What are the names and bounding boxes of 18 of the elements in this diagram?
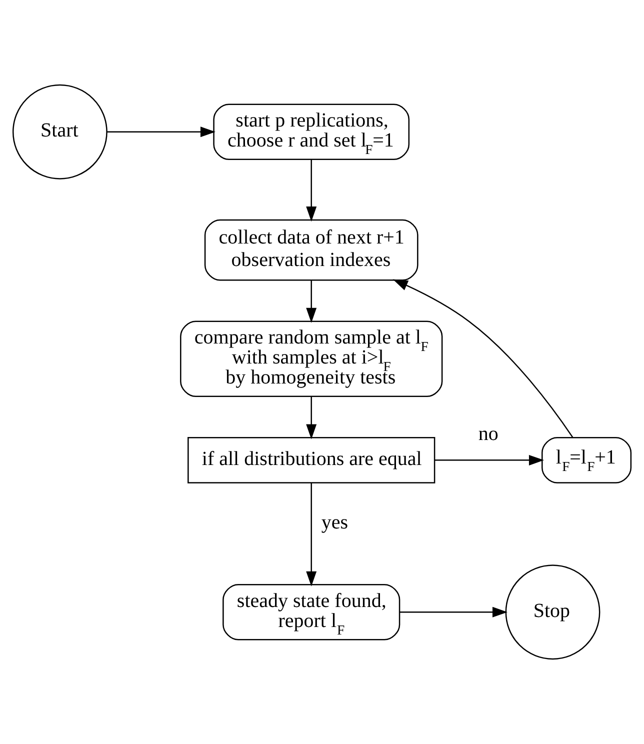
node-box: collect data of next r+1 observation indexes bbox=[204, 219, 418, 281]
node-circle: Start bbox=[12, 84, 108, 180]
node-circle: Stop bbox=[505, 564, 600, 660]
arrow bbox=[306, 482, 317, 586]
arrow bbox=[306, 280, 317, 323]
arrow bbox=[107, 126, 216, 138]
edge-label: yes bbox=[321, 512, 348, 534]
node-box: if all distributions are equal bbox=[188, 437, 436, 484]
arrow bbox=[306, 396, 317, 440]
arrow bbox=[434, 454, 544, 466]
edge-label: no bbox=[478, 422, 498, 445]
node-box: start p replications, choose r and set l$_{F}$=1 bbox=[213, 104, 410, 160]
arrow bbox=[400, 606, 508, 618]
node-box: steady state found, report l$_{F}$ bbox=[222, 584, 400, 640]
node-box: compare random sample at l$_{F}$ with samples at i>l$_{F}$ by homogeneity tests bbox=[180, 320, 443, 398]
arrow bbox=[306, 160, 317, 222]
arrow bbox=[392, 279, 574, 438]
node-box: l$_{F}$=l$_{F}$+1 bbox=[542, 437, 632, 484]
